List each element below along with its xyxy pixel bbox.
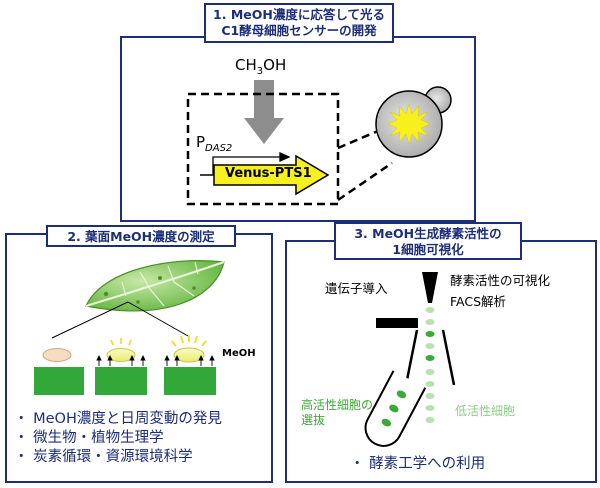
- glow-rays-bright: [171, 335, 207, 347]
- panel-1-title-line1: 1. MeOH濃度に応答して光る: [213, 7, 385, 22]
- methanol-label: CH3OH: [235, 56, 287, 77]
- glow-rays-dim: [110, 338, 132, 346]
- droplet-stream: [425, 307, 435, 361]
- panel-3-title-line2: 1細胞可視化: [392, 242, 464, 257]
- bullet-item: ・ 炭素循環・資源環境科学: [14, 449, 193, 465]
- zoom-line-right: [127, 301, 189, 337]
- gene-arrow: [213, 154, 330, 196]
- collection-tube: [364, 370, 427, 447]
- connector-top: [337, 129, 379, 150]
- bullet-item: ・ 微生物・植物生理学: [14, 430, 164, 446]
- panel-1-title: 1. MeOH濃度に応答して光る C1酵母細胞センサーの開発: [204, 3, 394, 43]
- leaf: [85, 260, 225, 312]
- panel-2-bullets: ・ MeOH濃度と日周変動の発見 ・ 微生物・植物生理学 ・ 炭素循環・資源環境…: [14, 410, 222, 467]
- gene-label: Venus-PTS1: [225, 166, 312, 181]
- laser-bar: [376, 318, 418, 328]
- methanol-arrow: [244, 80, 284, 144]
- panel-3-bullet: ・ 酵素工学への利用: [350, 455, 485, 474]
- bullet-item: ・ 酵素工学への利用: [350, 456, 486, 472]
- fluorescence-burst: [387, 103, 431, 145]
- leaf-surface-1: [34, 367, 84, 395]
- facs-label: FACS解析: [450, 294, 507, 309]
- cell-bright: [173, 347, 205, 363]
- panel-2-title: 2. 葉面MeOH濃度の測定: [46, 225, 236, 247]
- meoh-label: MeOH: [222, 348, 256, 359]
- gene-intro-label: 遺伝子導入: [325, 281, 388, 296]
- facs-nozzle: [422, 272, 438, 303]
- low-activity-droplets: [425, 369, 435, 423]
- panel-3-title-line1: 3. MeOH生成酵素活性の: [354, 226, 502, 241]
- bullet-item: ・ MeOH濃度と日周変動の発見: [14, 411, 222, 427]
- visualize-label: 酵素活性の可視化: [450, 273, 551, 288]
- leaf-surface-2: [95, 367, 147, 395]
- zoom-line-left: [51, 301, 129, 339]
- promoter-label: PDAS2: [196, 133, 233, 154]
- meoh-arrows: [96, 354, 215, 366]
- connector-bottom: [337, 161, 393, 202]
- leaf-surface-3: [164, 367, 216, 395]
- cell-dim: [106, 348, 136, 362]
- low-activity-label: 低活性細胞: [455, 404, 516, 418]
- cell-dark: [42, 348, 72, 362]
- panel-3-title: 3. MeOH生成酵素活性の 1細胞可視化: [334, 222, 522, 260]
- high-activity-label: 高活性細胞の 選抜: [301, 398, 374, 427]
- panel-2-title-text: 2. 葉面MeOH濃度の測定: [67, 229, 215, 244]
- deflection-plate-left: [404, 329, 419, 386]
- promoter-arrow: [212, 151, 291, 175]
- deflection-plate-right: [441, 329, 456, 386]
- panel-1-title-line2: C1酵母細胞センサーの開発: [221, 23, 377, 38]
